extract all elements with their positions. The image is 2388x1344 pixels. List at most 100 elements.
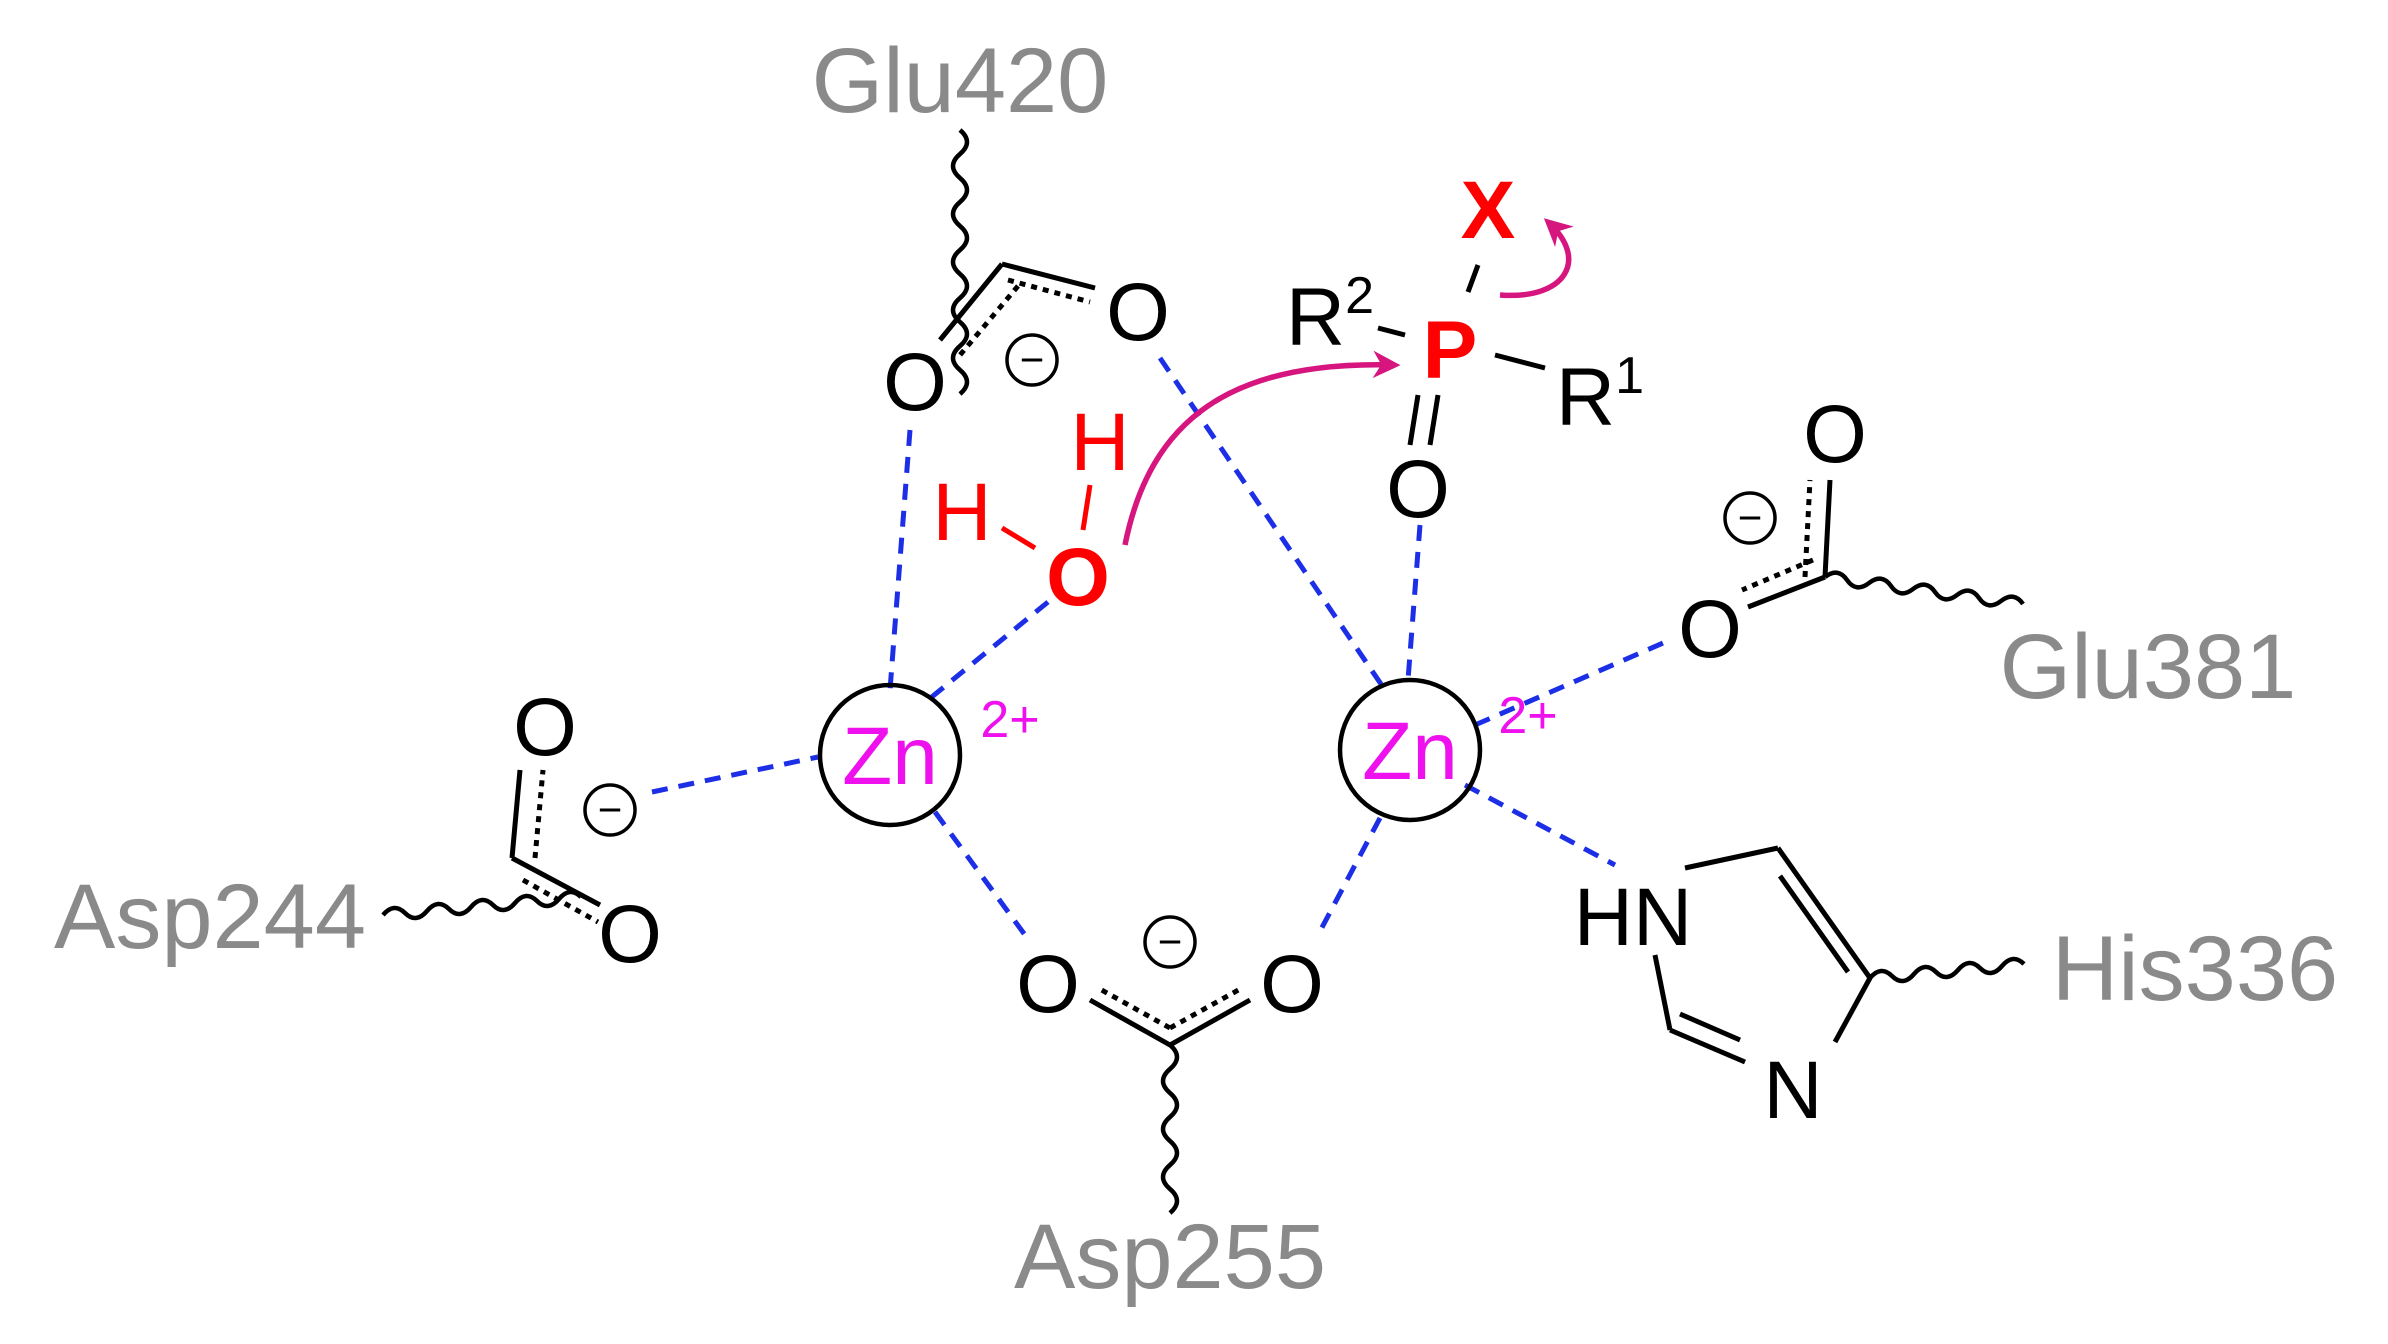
minus-glu381-sign: − — [1738, 494, 1763, 541]
asp244-c-o-down — [510, 855, 602, 908]
wavy-his336 — [1868, 956, 2026, 984]
glu420-c-o-single — [938, 262, 1004, 342]
r1-base: R — [1556, 352, 1615, 443]
coord-znright-his336 — [1463, 782, 1617, 868]
his336-nh: HN — [1574, 872, 1692, 963]
residue-asp255: Asp255 — [1014, 1206, 1326, 1308]
minus-asp244-sign: − — [598, 786, 623, 833]
zinc-right-charge: 2+ — [1498, 687, 1557, 745]
mechanism-arrows — [1122, 218, 1574, 546]
p-o-double-2 — [1427, 394, 1441, 446]
residue-labels: Glu420 Glu381 Asp244 Asp255 His336 — [54, 30, 2338, 1308]
ring-c5-nh — [1652, 954, 1673, 1031]
zinc-right-symbol: Zn — [1362, 706, 1458, 797]
r1-label: R1 — [1556, 347, 1644, 443]
asp255-oxygen-left: O — [1016, 939, 1080, 1030]
zinc-left-circle — [817, 682, 963, 828]
zinc-left: Zn 2+ — [817, 682, 1040, 828]
water-molecule: O H H — [932, 397, 1129, 623]
minus-asp255: − — [1143, 915, 1197, 969]
p-x-bond — [1465, 264, 1481, 293]
residue-glu381: Glu381 — [2000, 616, 2297, 718]
charge-markers: − − − − — [583, 333, 1777, 969]
atom-labels: O O O O O O O O O HN N — [513, 267, 1867, 1136]
glu381-c-o-down — [1747, 574, 1826, 610]
phosphoryl-oxygen: O — [1386, 444, 1450, 535]
glu381-c-o-up — [1822, 479, 1833, 578]
p-r2-bond — [1377, 325, 1406, 338]
asp255-deloc-left — [1096, 985, 1172, 1031]
water-oh-bond-up — [1080, 484, 1093, 531]
imidazole-ring — [1652, 845, 1873, 1065]
p-r1-bond — [1494, 352, 1546, 371]
r1-sup: 1 — [1615, 347, 1644, 405]
his336-n: N — [1763, 1045, 1822, 1136]
glu381-deloc-up — [1802, 479, 1813, 578]
asp255-deloc-right — [1168, 985, 1244, 1031]
water-bonds — [1000, 484, 1093, 551]
leaving-group-x: X — [1461, 165, 1516, 256]
phosphorus-substrate: P X R2 R1 — [1286, 165, 1644, 443]
ring-n-c5 — [1669, 1027, 1746, 1065]
asp244-deloc-down — [521, 877, 600, 925]
minus-glu420: − — [1005, 333, 1059, 387]
wavy-asp244 — [381, 889, 583, 921]
zinc-right: Zn 2+ — [1337, 677, 1558, 823]
glu381-oxygen-top: O — [1803, 389, 1867, 480]
asp255-oxygen-right: O — [1260, 939, 1324, 1030]
water-hydrogen-top: H — [1070, 397, 1129, 488]
r2-sup: 2 — [1345, 267, 1374, 325]
wavy-glu381 — [1823, 570, 2025, 608]
zinc-left-symbol: Zn — [842, 711, 938, 802]
coord-znleft-asp255 — [932, 810, 1028, 937]
glu420-oxygen-left: O — [883, 337, 947, 428]
coord-o420b-znright — [1157, 356, 1388, 692]
ring-c2-c4 — [1775, 846, 1873, 980]
glu420-c-o-single-2 — [1001, 261, 1096, 291]
ring-nh-c2 — [1684, 845, 1779, 871]
coord-znright-asp255 — [1315, 816, 1383, 937]
glu420-oxygen-right: O — [1106, 267, 1170, 358]
minus-asp244: − — [583, 783, 637, 837]
phosphoryl-bonds — [1377, 264, 1546, 446]
residue-his336: His336 — [2052, 918, 2338, 1020]
nucleophilic-attack-arrow — [1122, 350, 1401, 546]
asp244-deloc-up — [532, 769, 546, 859]
wavy-asp255 — [1160, 1043, 1180, 1215]
water-oxygen: O — [1046, 532, 1110, 623]
residue-glu420: Glu420 — [812, 30, 1109, 132]
coord-asp244-znleft — [651, 754, 819, 795]
wavy-glu420 — [950, 128, 970, 396]
asp244-oxygen-bottom: O — [598, 889, 662, 980]
glu381-deloc-down — [1741, 557, 1814, 593]
r2-label: R2 — [1286, 267, 1374, 363]
water-oh-bond-left — [1000, 525, 1037, 551]
coord-znright-glu381 — [1474, 637, 1671, 728]
coordination-bonds — [651, 356, 1671, 937]
minus-asp255-sign: − — [1158, 918, 1183, 965]
coord-o420-znleft — [887, 429, 913, 691]
glu420-deloc-1 — [958, 284, 1020, 357]
minus-glu420-sign: − — [1020, 336, 1045, 383]
ring-c4-n — [1832, 976, 1873, 1044]
glu381-oxygen-left: O — [1678, 584, 1742, 675]
coord-po-znright — [1405, 524, 1423, 681]
minus-glu381: − — [1723, 491, 1777, 545]
r2-base: R — [1286, 272, 1345, 363]
p-o-double-1 — [1407, 394, 1421, 446]
carboxylate-bonds — [509, 261, 1833, 1048]
asp255-c-o-right — [1168, 997, 1252, 1048]
ring-c2-c4-double — [1777, 874, 1851, 974]
ring-n-c5-double — [1679, 1011, 1741, 1043]
zinc-right-circle — [1337, 677, 1483, 823]
water-hydrogen-left: H — [932, 467, 991, 558]
asp255-c-o-left — [1088, 997, 1172, 1048]
wavy-bonds — [381, 128, 2026, 1215]
asp244-c-o-up — [509, 769, 523, 859]
zinc-left-charge: 2+ — [980, 691, 1039, 749]
leaving-group-arrow — [1499, 218, 1574, 299]
phosphorus-atom: P — [1423, 305, 1478, 396]
residue-asp244: Asp244 — [54, 866, 366, 968]
coord-water-znleft — [926, 600, 1050, 702]
